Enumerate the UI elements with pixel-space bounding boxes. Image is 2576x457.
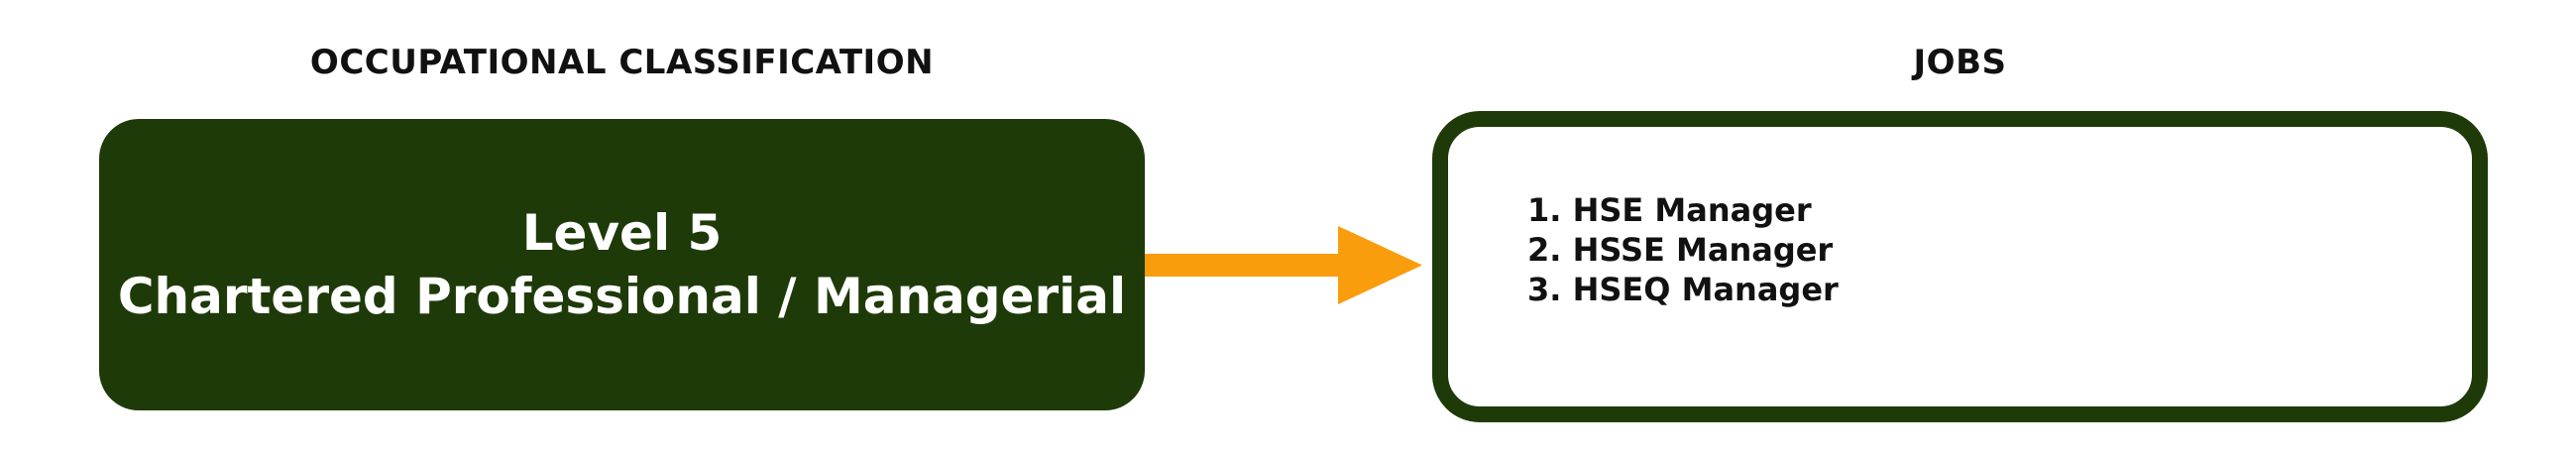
arrow-shaft [1145, 254, 1338, 277]
arrow-head [1338, 226, 1422, 304]
classification-box: Level 5 Chartered Professional / Manager… [99, 119, 1145, 410]
occupational-classification-heading: OCCUPATIONAL CLASSIFICATION [309, 43, 935, 82]
job-item: 1. HSE Manager [1527, 191, 1812, 229]
jobs-list: 1. HSE Manager 2. HSSE Manager 3. HSEQ M… [1527, 190, 1839, 309]
arrow-right-icon [1145, 226, 1422, 304]
classification-title: Chartered Professional / Managerial [117, 268, 1127, 325]
jobs-heading: JOBS [1913, 43, 2007, 82]
classification-level: Level 5 [521, 204, 723, 262]
jobs-box: 1. HSE Manager 2. HSSE Manager 3. HSEQ M… [1432, 111, 2488, 422]
job-item: 3. HSEQ Manager [1527, 271, 1839, 308]
job-item: 2. HSSE Manager [1527, 231, 1834, 269]
